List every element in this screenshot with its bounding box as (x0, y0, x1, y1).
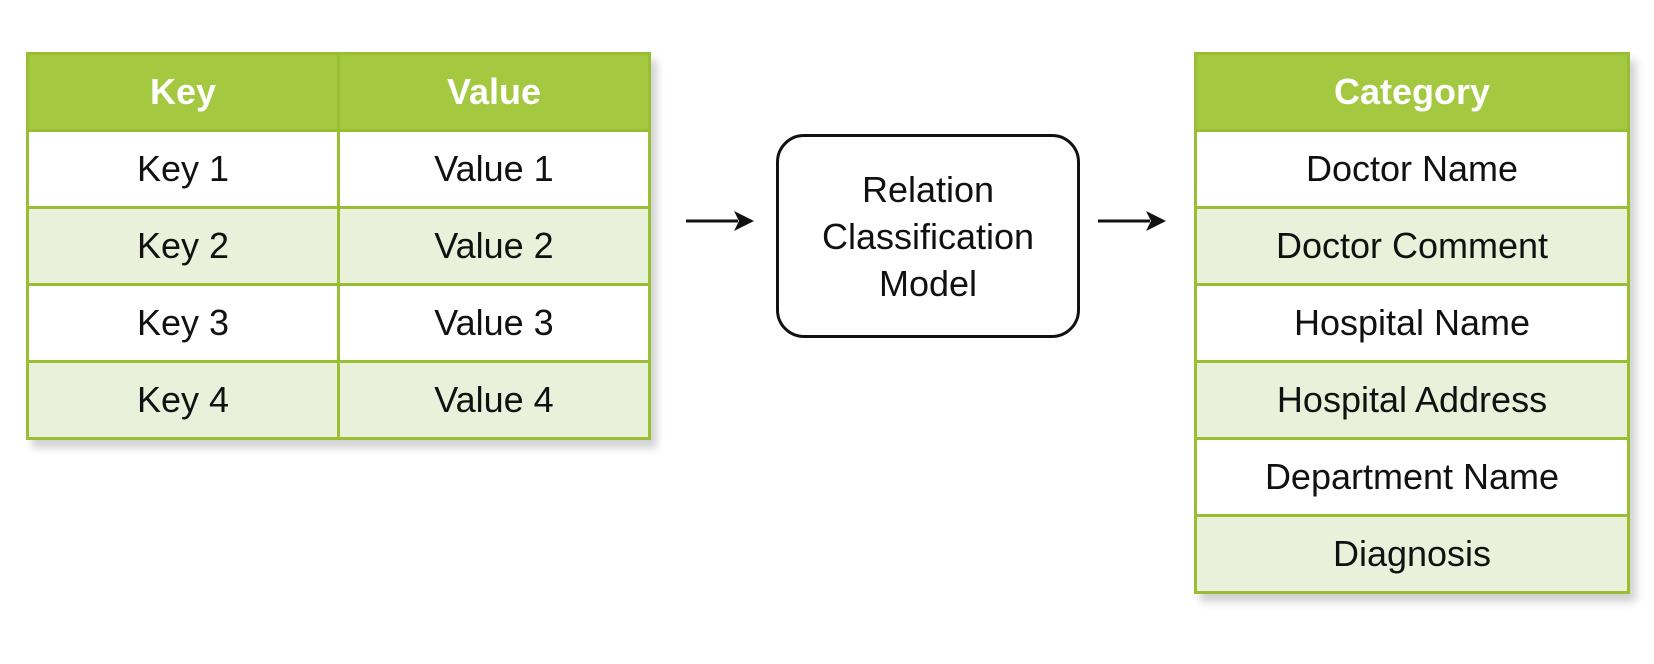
category-header-row: Category (1194, 52, 1630, 132)
category-cell: Hospital Name (1194, 283, 1630, 363)
kv-header-value: Value (337, 52, 651, 132)
category-cell: Department Name (1194, 437, 1630, 517)
table-row: Doctor Name (1194, 129, 1630, 209)
table-row: Hospital Name (1194, 283, 1630, 363)
model-label: Relation Classification Model (821, 168, 1035, 304)
kv-key-cell: Key 3 (26, 283, 340, 363)
kv-value-cell: Value 1 (337, 129, 651, 209)
kv-value-cell: Value 3 (337, 283, 651, 363)
arrow-right-icon (1098, 211, 1166, 231)
kv-header-row: Key Value (26, 52, 651, 132)
table-row: Hospital Address (1194, 360, 1630, 440)
kv-value-cell: Value 4 (337, 360, 651, 440)
kv-key-cell: Key 2 (26, 206, 340, 286)
relation-classification-model-box: Relation Classification Model (776, 134, 1080, 338)
key-value-table: Key Value Key 1 Value 1 Key 2 Value 2 Ke… (26, 52, 651, 440)
table-row: Key 1 Value 1 (26, 129, 651, 209)
category-cell: Diagnosis (1194, 514, 1630, 594)
table-row: Key 4 Value 4 (26, 360, 651, 440)
category-cell: Doctor Comment (1194, 206, 1630, 286)
kv-header-key: Key (26, 52, 340, 132)
table-row: Key 3 Value 3 (26, 283, 651, 363)
category-cell: Doctor Name (1194, 129, 1630, 209)
table-row: Department Name (1194, 437, 1630, 517)
table-row: Key 2 Value 2 (26, 206, 651, 286)
table-row: Diagnosis (1194, 514, 1630, 594)
kv-key-cell: Key 1 (26, 129, 340, 209)
arrow-right-icon (686, 211, 754, 231)
table-row: Doctor Comment (1194, 206, 1630, 286)
category-header: Category (1194, 52, 1630, 132)
category-cell: Hospital Address (1194, 360, 1630, 440)
category-table: Category Doctor Name Doctor Comment Hosp… (1194, 52, 1630, 594)
kv-key-cell: Key 4 (26, 360, 340, 440)
kv-value-cell: Value 2 (337, 206, 651, 286)
